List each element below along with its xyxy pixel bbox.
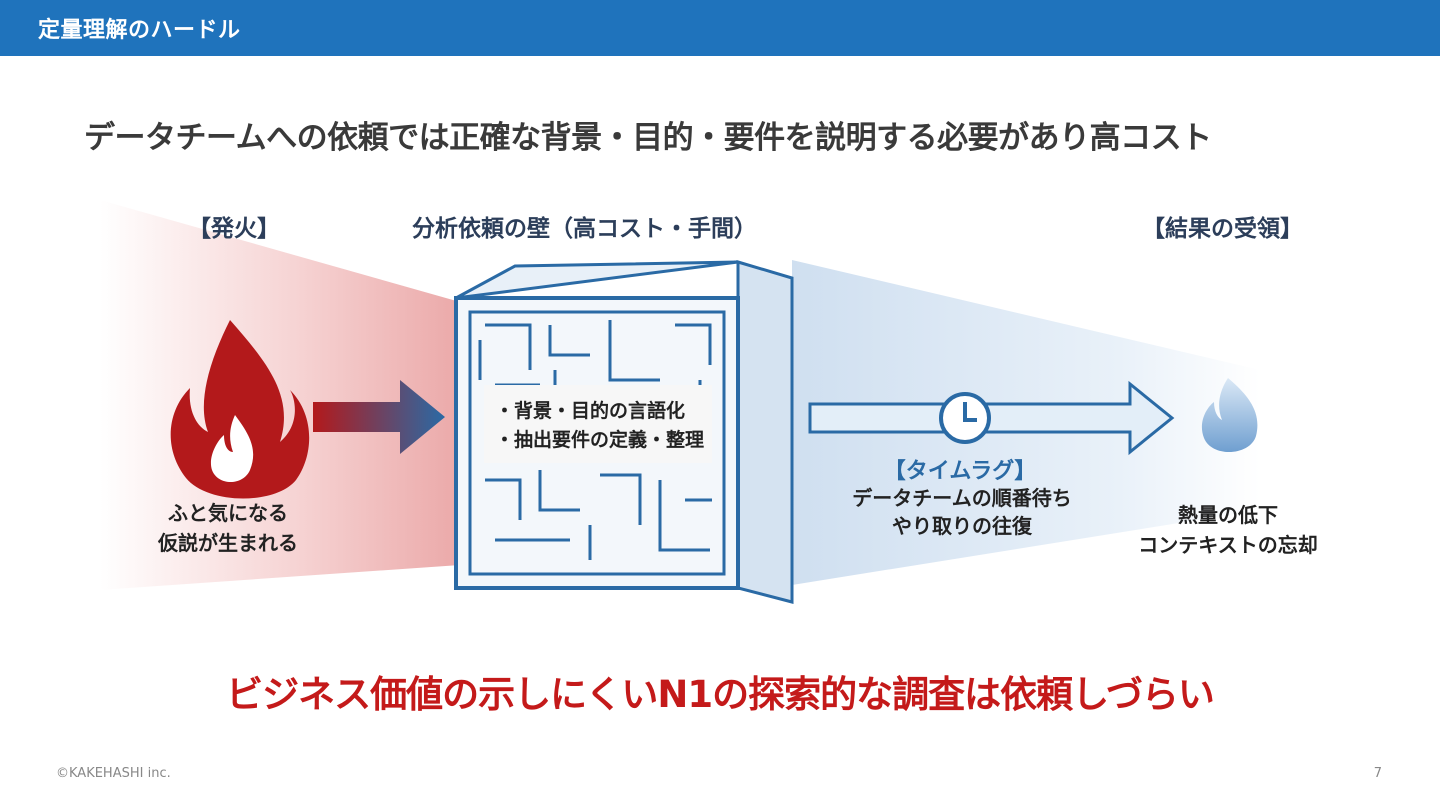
slide-subtitle: データチームへの依頼では正確な背景・目的・要件を説明する必要があり高コスト <box>84 112 1212 157</box>
timelag-caption-line-1: データチームの順番待ち <box>852 486 1071 510</box>
page-number: 7 <box>1374 766 1382 781</box>
timelag-caption-line-2: やり取りの往復 <box>892 514 1033 538</box>
left-caption-line-2: 仮説が生まれる <box>157 531 298 555</box>
timelag-title: 【タイムラグ】 <box>884 458 1036 484</box>
copyright: ©KAKEHASHI inc. <box>56 766 171 781</box>
header-bar: 定量理解のハードル <box>0 0 1440 56</box>
right-section-title: 【結果の受領】 <box>1142 215 1303 242</box>
clock-icon <box>941 394 989 442</box>
hurdle-diagram: 【発火】 分析依頼の壁（高コスト・手間） 【結果の受領】 ・背景・目的の言語化 … <box>100 180 1362 620</box>
conclusion-text: ビジネス価値の示しにくいN1の探索的な調査は依頼しづらい <box>0 664 1440 718</box>
right-caption-line-1: 熱量の低下 <box>1178 503 1278 527</box>
left-section-title: 【発火】 <box>188 216 280 242</box>
wall-text-line-2: ・抽出要件の定義・整理 <box>495 428 704 451</box>
left-caption-line-1: ふと気になる <box>168 501 288 525</box>
center-section-title: 分析依頼の壁（高コスト・手間） <box>412 215 757 242</box>
slide-title: 定量理解のハードル <box>38 12 241 44</box>
wall-text-line-1: ・背景・目的の言語化 <box>495 399 685 422</box>
right-caption-line-2: コンテキストの忘却 <box>1138 533 1317 557</box>
